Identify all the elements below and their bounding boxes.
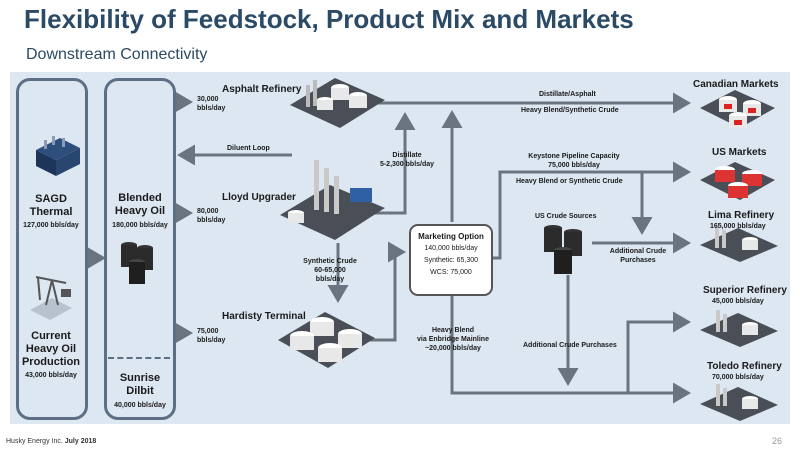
lima-refinery-volume: 165,000 bbls/day: [710, 223, 766, 230]
superior-refinery-volume: 45,000 bbls/day: [712, 298, 764, 305]
blended-volume: 180,000 bbls/day: [112, 222, 168, 229]
us-markets-label: US Markets: [712, 147, 767, 158]
sunrise-label-line2: Dilbit: [126, 385, 154, 397]
sagd-facility-icon: [36, 136, 80, 176]
asphalt-in-line2: bbls/day: [197, 105, 226, 112]
sagd-volume: 127,000 bbls/day: [23, 222, 79, 229]
canadian-markets-label: Canadian Markets: [693, 79, 779, 90]
marketing-option-box: [409, 224, 493, 296]
lloyd-in-line2: bbls/day: [197, 217, 226, 224]
sagd-label-line1: SAGD: [35, 193, 67, 205]
toledo-refinery-icon: [700, 384, 778, 421]
superior-refinery-label: Superior Refinery: [703, 285, 787, 296]
lloyd-upgrader-label: Lloyd Upgrader: [222, 192, 296, 203]
blend-divider: [108, 357, 170, 359]
enbridge-to-toledo-arrow: [450, 296, 691, 404]
blend-box: [104, 78, 176, 420]
marketing-option-title: Marketing Option: [418, 232, 484, 241]
lloyd-upgrader-icon: [280, 160, 385, 240]
additional-purchases-2-label: Additional Crude Purchases: [523, 342, 617, 349]
hardisty-terminal-label: Hardisty Terminal: [222, 311, 306, 322]
synthetic-crude-line3: bbls/day: [315, 276, 345, 283]
heavy-blend-synthetic-label: Heavy Blend/Synthetic Crude: [521, 107, 619, 114]
hardisty-in-line2: bbls/day: [197, 337, 226, 344]
additional-purchases-line1: Additional Crude: [609, 248, 667, 255]
us-crude-sources-label: US Crude Sources: [535, 213, 597, 220]
keystone-arrow: [491, 161, 691, 260]
heavy-blend-or-synthetic-label: Heavy Blend or Synthetic Crude: [516, 178, 623, 185]
asphalt-refinery-icon: [290, 78, 385, 128]
keystone-line1: Keystone Pipeline Capacity: [528, 153, 620, 160]
marketing-option-line2: Synthetic: 65,300: [423, 257, 479, 264]
us-markets-icon: [700, 162, 775, 200]
hardisty-terminal-icon: [278, 312, 375, 368]
lima-refinery-icon: [700, 226, 778, 262]
distillate-asphalt-label: Distillate/Asphalt: [539, 91, 596, 98]
page-title: Flexibility of Feedstock, Product Mix an…: [24, 4, 634, 34]
page-subtitle: Downstream Connectivity: [26, 46, 208, 63]
synthetic-crude-line2: 60-65,000: [314, 267, 346, 274]
marketing-option-line3: WCS: 75,000: [430, 269, 472, 276]
distillate-label-line2: 5-2,300 bbls/day: [379, 161, 435, 168]
asphalt-in-line1: 30,000: [197, 96, 219, 103]
pumpjack-icon: [30, 276, 72, 320]
enbridge-line2: via Enbridge Mainline: [417, 336, 489, 343]
lima-refinery-label: Lima Refinery: [708, 210, 775, 221]
lloyd-in-line1: 80,000: [197, 208, 219, 215]
hardisty-to-marketing-arrow: [365, 241, 406, 342]
heavy-oil-label-line3: Production: [21, 356, 81, 368]
blended-label-line2: Heavy Oil: [114, 205, 166, 217]
canadian-markets-icon: [700, 90, 775, 128]
flow-lines: [88, 91, 691, 404]
keystone-line2: 75,000 bbls/day: [548, 162, 600, 169]
crude-to-superior-arrow: [626, 311, 691, 393]
sunrise-volume: 40,000 bbls/day: [114, 402, 166, 409]
superior-refinery-icon: [700, 310, 778, 347]
heavy-oil-label-line1: Current: [31, 330, 71, 342]
marketing-option-line1: 140,000 bbls/day: [424, 245, 478, 252]
asphalt-refinery-label: Asphalt Refinery: [222, 84, 302, 95]
footer: Husky Energy Inc. July 2018: [6, 438, 96, 445]
heavy-oil-volume: 43,000 bbls/day: [25, 372, 77, 379]
distillate-arrow: [370, 112, 416, 215]
synthetic-crude-line1: Synthetic Crude: [303, 258, 357, 265]
sagd-label-line2: Thermal: [29, 206, 73, 218]
footer-date: July 2018: [64, 438, 97, 445]
blended-oil-barrels-icon: [121, 242, 153, 284]
distillate-label-line1: Distillate: [392, 152, 422, 159]
page-number: 26: [772, 436, 783, 446]
toledo-refinery-label: Toledo Refinery: [707, 361, 782, 372]
additional-purchases-line2: Purchases: [620, 257, 656, 264]
enbridge-line3: ~20,000 bbls/day: [425, 345, 481, 352]
diluent-loop-label: Diluent Loop: [227, 145, 270, 152]
toledo-refinery-volume: 70,000 bbls/day: [712, 374, 764, 381]
hardisty-in-line1: 75,000: [197, 328, 219, 335]
heavy-oil-label-line2: Heavy Oil: [25, 343, 77, 355]
enbridge-line1: Heavy Blend: [431, 327, 475, 334]
sunrise-label-line1: Sunrise: [119, 372, 161, 384]
footer-company: Husky Energy Inc.: [6, 438, 63, 445]
us-crude-barrels-icon: [544, 225, 582, 274]
blended-label-line1: Blended: [118, 192, 162, 204]
sources-box: [16, 78, 88, 420]
